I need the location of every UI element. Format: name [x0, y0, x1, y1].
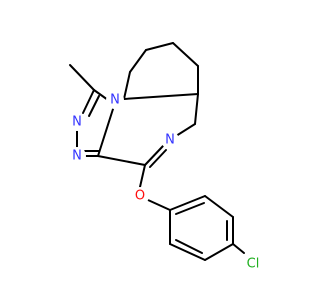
bond-c3a-n1	[97, 108, 114, 157]
bond-c7-c6	[145, 42, 174, 51]
atom-labels: N N N N O Cl	[68, 91, 265, 276]
bond-c3a-c4	[97, 155, 146, 166]
bond-lines	[69, 42, 245, 261]
bond-c4-o	[139, 164, 146, 188]
bond-c4-n4-a	[144, 145, 164, 166]
bond-c8-c7	[172, 42, 199, 67]
bond-n4-c4a	[175, 123, 196, 137]
atom-o1: O	[131, 187, 149, 205]
bond-methyl	[69, 64, 95, 91]
atom-n1: N	[106, 91, 124, 109]
atom-label-o1: O	[135, 189, 145, 204]
bond-ring-d3	[175, 239, 203, 254]
bond-ring-d1	[175, 202, 205, 215]
bond-c5-c4a-link	[123, 71, 131, 100]
bond-c4a-c8a	[194, 93, 199, 125]
atom-label-n3: N	[72, 149, 82, 164]
bond-ring-1	[169, 195, 206, 211]
atom-n2: N	[68, 113, 86, 131]
atom-label-cl1: Cl	[247, 257, 260, 272]
atom-cl1: Cl	[241, 252, 265, 276]
bond-ring-cl	[232, 243, 245, 254]
bond-c1-n2a	[82, 89, 95, 114]
bond-ring-4	[204, 243, 234, 261]
molecule-structure-diagram: N N N N O Cl	[68, 42, 265, 276]
atom-n3: N	[68, 147, 86, 165]
bond-c1-n1	[93, 89, 109, 101]
bond-c1-n2b	[88, 95, 100, 117]
bond-c4-n4-b	[149, 149, 167, 168]
bond-ring-2	[204, 195, 234, 218]
atom-label-n1: N	[110, 93, 120, 108]
atom-label-n4: N	[165, 133, 175, 148]
atom-label-n2: N	[72, 115, 82, 130]
bond-c8a-n1	[123, 93, 199, 100]
atom-n4: N	[161, 131, 179, 149]
bond-ring-5	[169, 243, 206, 261]
bond-c6-c5	[129, 49, 147, 73]
bond-o-cp1	[147, 199, 171, 211]
